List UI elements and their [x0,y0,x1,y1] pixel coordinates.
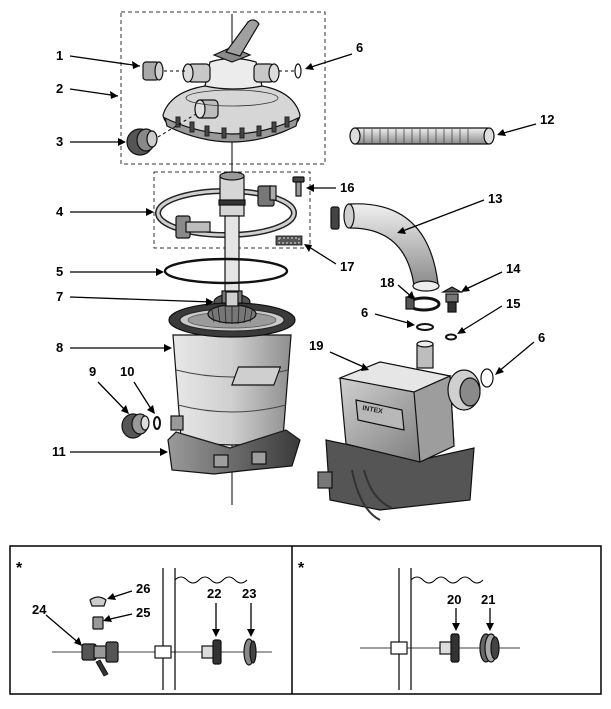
callout-17: 17 [304,244,354,274]
callout-26: 26 [107,581,150,600]
callout-13: 13 [397,191,502,234]
callout-15: 15 [457,296,520,334]
callout-18: 18 [380,275,415,300]
inset-left-marker: * [16,560,23,577]
svg-text:26: 26 [136,581,150,596]
svg-text:3: 3 [56,134,63,149]
callout-8: 8 [56,340,172,355]
svg-text:11: 11 [52,444,66,459]
callout-11: 11 [52,444,168,459]
svg-text:16: 16 [340,180,354,195]
hose-straight [349,127,495,145]
callout-21: 21 [481,592,495,631]
callout-3: 3 [56,134,126,149]
svg-text:7: 7 [56,289,63,304]
tank-o-ring [163,257,289,285]
callout-6-right: 6 [495,330,545,375]
svg-text:21: 21 [481,592,495,607]
svg-text:8: 8 [56,340,63,355]
svg-text:25: 25 [136,605,150,620]
svg-text:2: 2 [56,81,63,96]
pump-brand-label: INTEX [362,405,384,416]
callout-1: 1 [56,48,141,69]
svg-text:12: 12 [540,112,554,127]
callout-6-middle: 6 [361,305,415,328]
pump-motor: INTEX [231,340,494,521]
svg-text:18: 18 [380,275,394,290]
callout-20: 20 [447,592,461,631]
strainer-washer [445,333,457,341]
callout-9: 9 [89,364,129,414]
callout-14: 14 [461,261,521,292]
callout-5: 5 [56,264,164,279]
svg-text:17: 17 [340,259,354,274]
drain-cap [121,413,150,439]
gauge-plug [142,61,188,81]
o-ring-upper [279,63,302,79]
svg-text:6: 6 [356,40,363,55]
callout-24: 24 [32,602,82,646]
inset-right-marker: * [298,560,305,577]
strainer-connector [440,286,464,313]
svg-text:14: 14 [506,261,521,276]
inset-right-drawing [360,568,520,690]
svg-text:5: 5 [56,264,63,279]
clamp-bolt [292,176,305,197]
center-tube [218,171,246,297]
svg-text:22: 22 [207,586,221,601]
inset-left-drawing [52,568,272,690]
svg-text:6: 6 [538,330,545,345]
svg-text:23: 23 [242,586,256,601]
inset-frame [9,545,602,695]
svg-text:10: 10 [120,364,134,379]
svg-text:20: 20 [447,592,461,607]
callout-12: 12 [497,112,554,136]
callout-2: 2 [56,81,119,99]
callout-19: 19 [309,338,369,371]
svg-text:6: 6 [361,305,368,320]
svg-text:13: 13 [488,191,502,206]
callout-7: 7 [56,289,214,306]
callout-25: 25 [103,605,150,622]
svg-text:19: 19 [309,338,323,353]
callout-6-top: 6 [305,40,363,70]
hose-nut [126,113,197,156]
hose-elbow [330,203,440,292]
hose-clamp [405,296,441,312]
svg-text:1: 1 [56,48,63,63]
valve-group-box [120,11,326,165]
callout-10: 10 [120,364,155,414]
drain-o-ring [153,416,161,430]
tank-base [167,429,301,475]
clamp-nut [275,235,303,246]
callout-16: 16 [306,180,354,195]
o-ring-middle [416,323,434,331]
callout-22: 22 [207,586,221,637]
callout-4: 4 [56,204,154,219]
svg-text:24: 24 [32,602,47,617]
callout-23: 23 [242,586,256,637]
multiport-valve [162,19,301,143]
svg-text:9: 9 [89,364,96,379]
svg-text:15: 15 [506,296,520,311]
svg-text:4: 4 [56,204,64,219]
